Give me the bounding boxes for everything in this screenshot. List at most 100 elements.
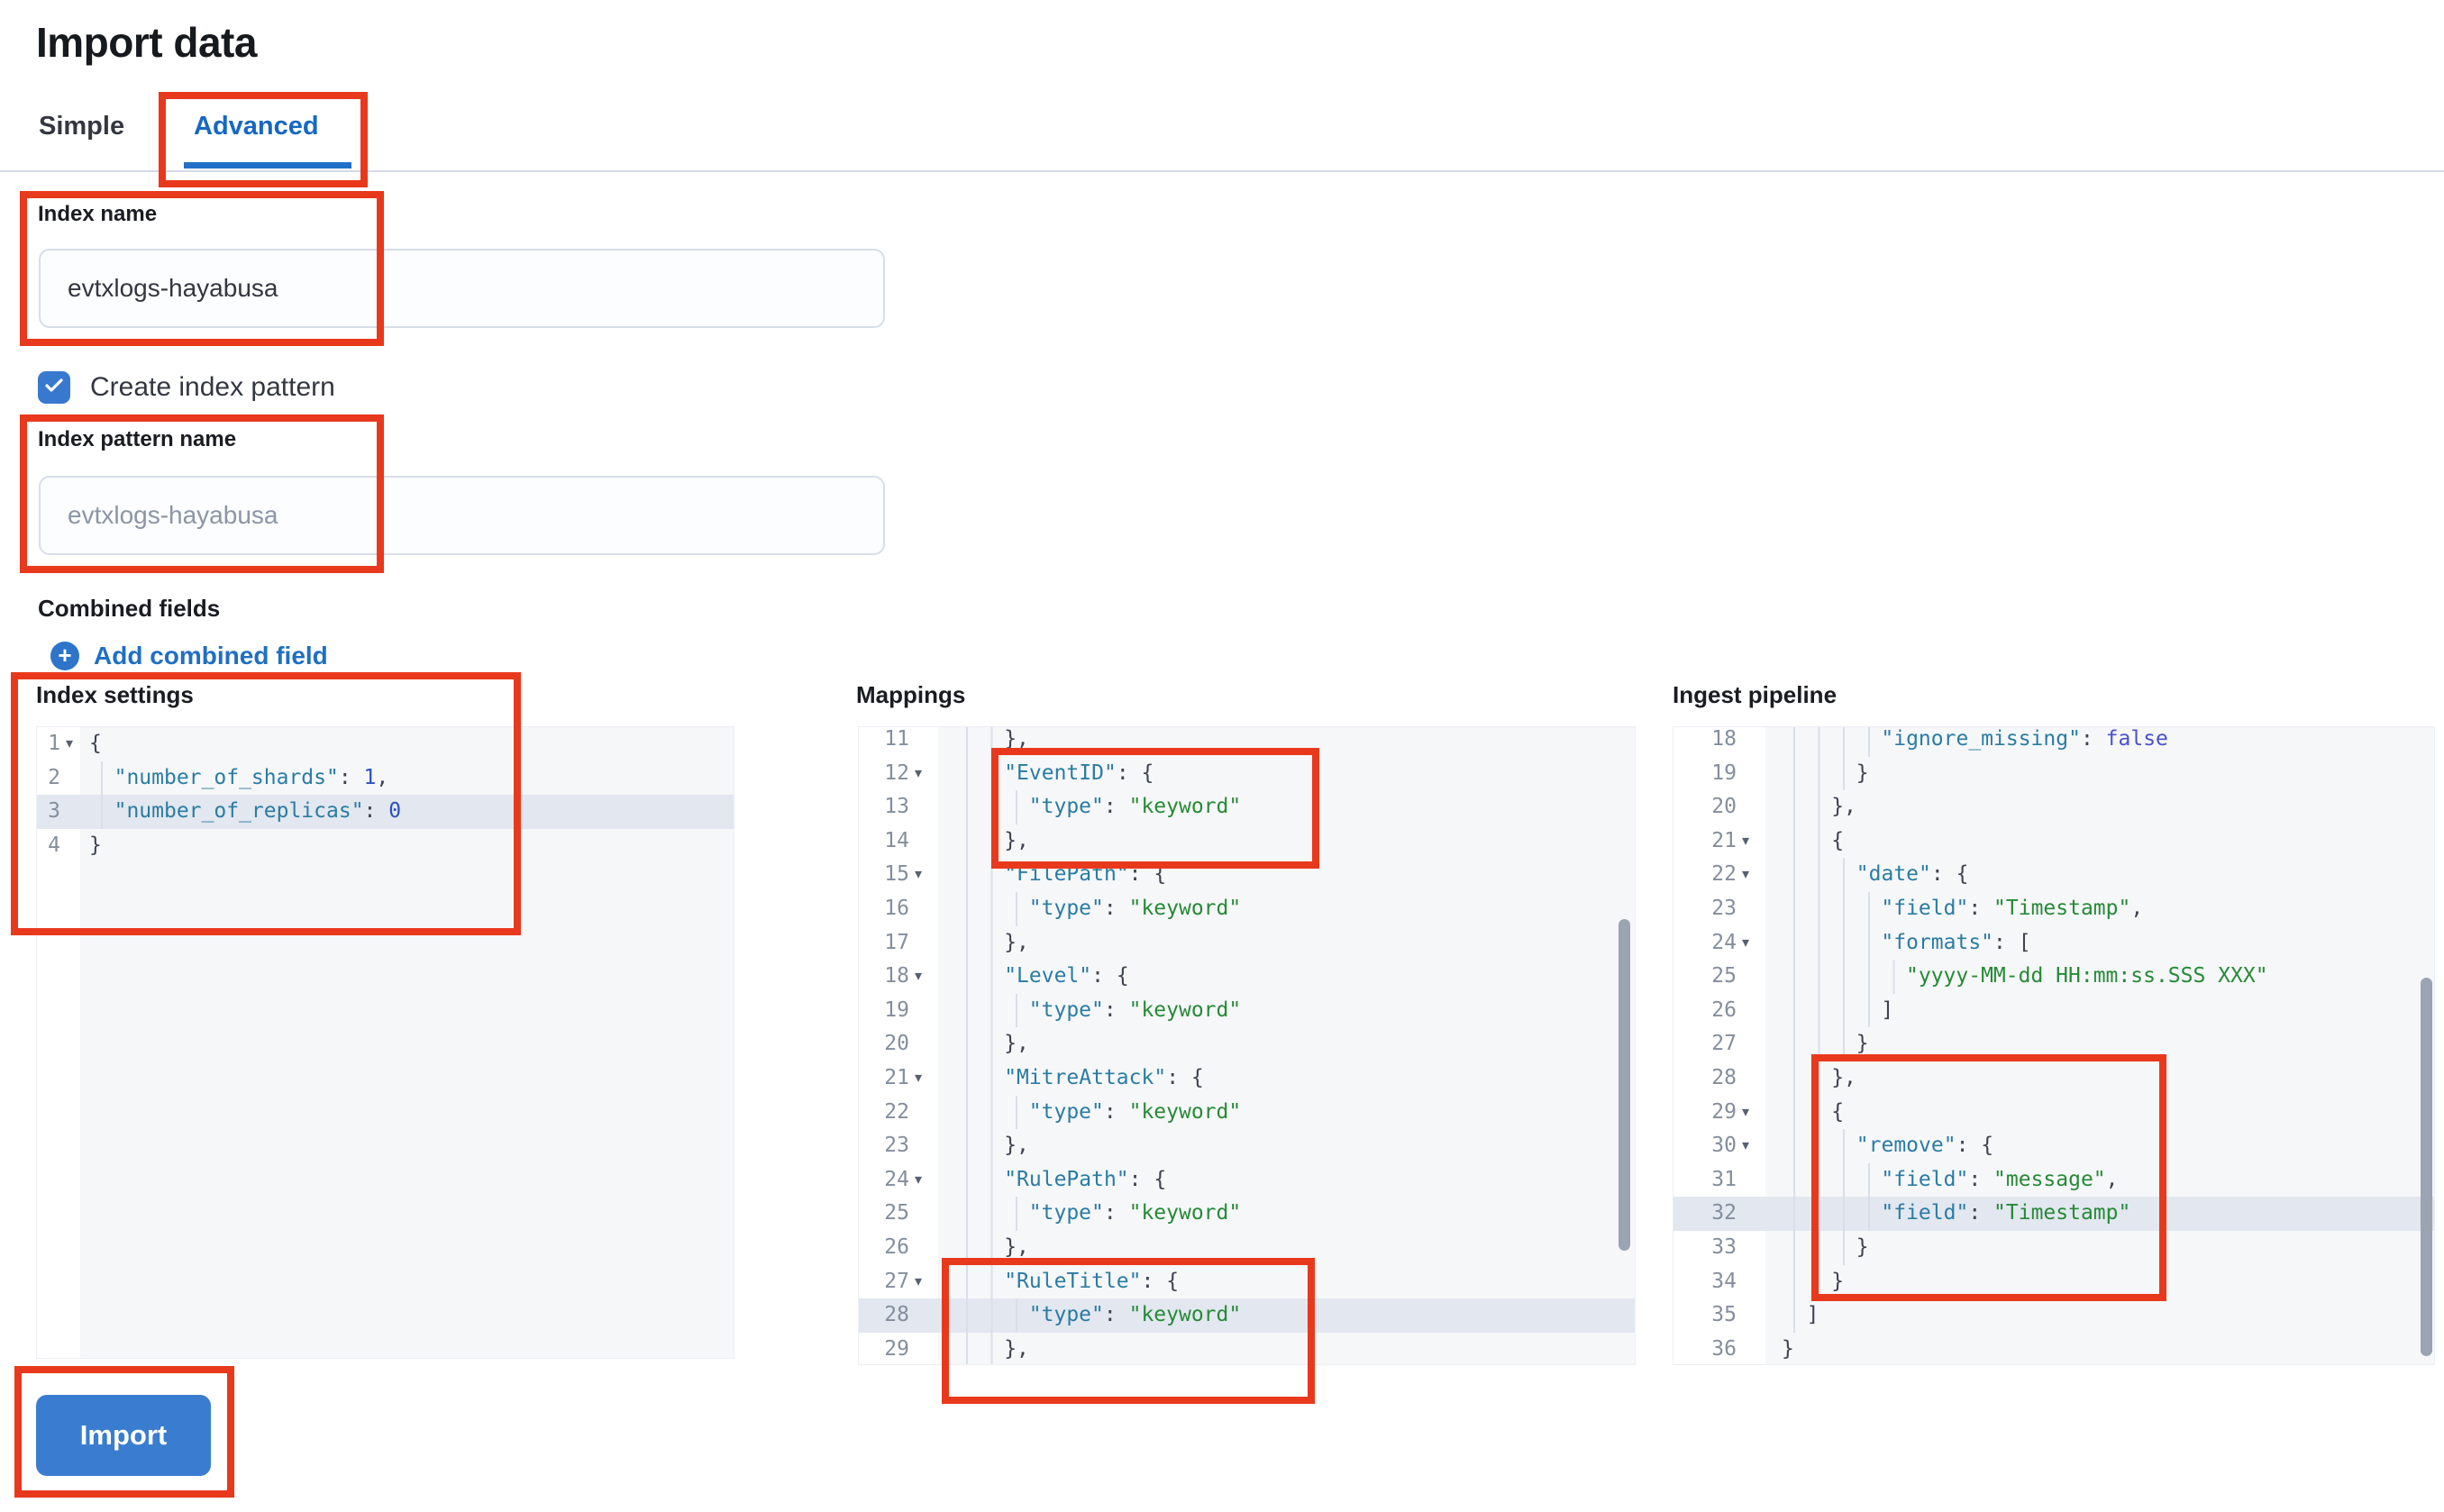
mappings-scrollbar-thumb[interactable]	[1619, 919, 1630, 1251]
ingest-pipeline-scrollbar-thumb[interactable]	[2421, 978, 2432, 1356]
fold-gutter	[909, 1129, 936, 1163]
fold-gutter	[909, 1027, 936, 1061]
code-line: 31 "field": "message",	[1673, 1162, 2434, 1198]
code-line: 25"type": "keyword"	[859, 1197, 1635, 1231]
tabs-divider	[0, 170, 2444, 172]
line-number: 11	[884, 727, 909, 751]
fold-gutter	[909, 824, 936, 859]
code-text: "field": "message",	[1764, 1162, 2119, 1198]
fold-gutter	[1737, 727, 1764, 757]
checkbox-check-icon	[43, 375, 65, 401]
fold-arrow-icon[interactable]: ▾	[1742, 867, 1750, 883]
index-settings-label: Index settings	[36, 681, 194, 708]
code-line: 4}	[37, 829, 734, 863]
import-button[interactable]: Import	[36, 1395, 211, 1476]
index-name-input[interactable]	[39, 249, 885, 328]
code-text: {	[89, 732, 102, 755]
fold-gutter	[1737, 1061, 1764, 1096]
fold-gutter	[60, 761, 82, 796]
code-line: 22▾"date": {	[1673, 858, 2434, 892]
fold-gutter	[909, 727, 936, 757]
index-pattern-name-input[interactable]	[39, 476, 885, 555]
fold-gutter	[1737, 994, 1764, 1028]
code-line: 18"ignore_missing": false	[1673, 727, 2434, 757]
line-number: 31	[1711, 1167, 1737, 1191]
line-number: 23	[1711, 896, 1737, 920]
line-number: 18	[884, 964, 909, 988]
code-line: 30▾"remove": {	[1673, 1129, 2434, 1163]
code-line: 23"field": "Timestamp",	[1673, 891, 2434, 926]
fold-gutter	[1737, 1027, 1764, 1061]
line-number: 35	[1711, 1303, 1737, 1327]
code-text: },	[936, 1332, 1029, 1364]
line-number: 25	[884, 1201, 909, 1225]
create-index-pattern-checkbox[interactable]	[38, 371, 70, 404]
line-number: 27	[1711, 1032, 1737, 1056]
code-text: "number_of_shards": 1,	[82, 761, 388, 796]
line-number: 25	[1711, 964, 1737, 988]
fold-gutter	[909, 926, 936, 961]
fold-arrow-icon[interactable]: ▾	[915, 867, 923, 883]
code-text: }	[1782, 1336, 1794, 1361]
code-text: "type": "keyword"	[936, 1095, 1241, 1130]
code-text: }	[1764, 1027, 1869, 1061]
line-number: 23	[884, 1134, 909, 1158]
fold-arrow-icon[interactable]: ▾	[1742, 1138, 1750, 1154]
fold-gutter	[60, 829, 82, 863]
code-text: "EventID": {	[936, 756, 1154, 791]
fold-arrow-icon[interactable]: ▾	[915, 1070, 923, 1086]
line-number: 22	[884, 1099, 909, 1124]
fold-gutter	[1737, 892, 1764, 926]
code-line: 18▾"Level": {	[859, 960, 1635, 994]
fold-gutter	[909, 1197, 936, 1231]
code-text: "type": "keyword"	[936, 1298, 1241, 1333]
code-text: "MitreAttack": {	[936, 1061, 1204, 1096]
code-text: {	[1764, 1095, 1844, 1130]
tab-advanced[interactable]: Advanced	[194, 112, 319, 141]
fold-arrow-icon[interactable]: ▾	[1742, 1104, 1750, 1120]
fold-gutter	[909, 1333, 936, 1364]
fold-arrow-icon[interactable]: ▾	[915, 1171, 923, 1188]
line-number: 16	[884, 896, 909, 920]
code-text: "FilePath": {	[936, 858, 1166, 892]
fold-arrow-icon[interactable]: ▾	[915, 1273, 923, 1289]
fold-arrow-icon[interactable]: ▾	[915, 969, 923, 985]
fold-gutter	[909, 1298, 936, 1333]
code-line: 32"field": "Timestamp"	[1673, 1197, 2434, 1231]
code-text: }	[1764, 1264, 1844, 1299]
code-line: 26},	[859, 1230, 1635, 1265]
index-settings-editor[interactable]: 1▾{2"number_of_shards": 1,3"number_of_re…	[36, 726, 734, 1359]
code-line: 29▾{	[1673, 1095, 2434, 1130]
code-line: 14},	[859, 824, 1635, 859]
line-number: 20	[884, 1032, 909, 1056]
code-text: },	[936, 1129, 1029, 1163]
code-line: 19"type": "keyword"	[859, 993, 1635, 1028]
ingest-pipeline-label: Ingest pipeline	[1673, 681, 1838, 708]
combined-fields-label: Combined fields	[38, 595, 221, 622]
line-number: 13	[884, 795, 909, 819]
fold-arrow-icon[interactable]: ▾	[1742, 833, 1750, 849]
line-number: 19	[1711, 761, 1737, 785]
code-line: 28"type": "keyword"	[859, 1298, 1635, 1333]
fold-gutter	[909, 892, 936, 926]
fold-gutter	[1737, 1163, 1764, 1198]
code-text: }	[1764, 1230, 1869, 1265]
code-line: 3"number_of_replicas": 0	[37, 795, 734, 829]
tab-simple[interactable]: Simple	[39, 112, 125, 141]
fold-arrow-icon[interactable]: ▾	[915, 765, 923, 781]
line-number: 26	[884, 1234, 909, 1259]
code-line: 16"type": "keyword"	[859, 891, 1635, 926]
mappings-editor[interactable]: 11},12▾"EventID": {13"type": "keyword"14…	[858, 726, 1636, 1365]
fold-arrow-icon[interactable]: ▾	[66, 736, 74, 751]
fold-gutter	[909, 1231, 936, 1265]
line-number: 32	[1711, 1201, 1737, 1225]
line-number: 24	[884, 1167, 909, 1191]
create-index-pattern-label: Create index pattern	[90, 372, 335, 402]
fold-gutter	[1737, 960, 1764, 994]
code-text: }	[1764, 756, 1869, 791]
code-line: 19}	[1673, 756, 2434, 791]
fold-arrow-icon[interactable]: ▾	[1742, 934, 1750, 951]
add-combined-field-link[interactable]: + Add combined field	[50, 642, 328, 670]
